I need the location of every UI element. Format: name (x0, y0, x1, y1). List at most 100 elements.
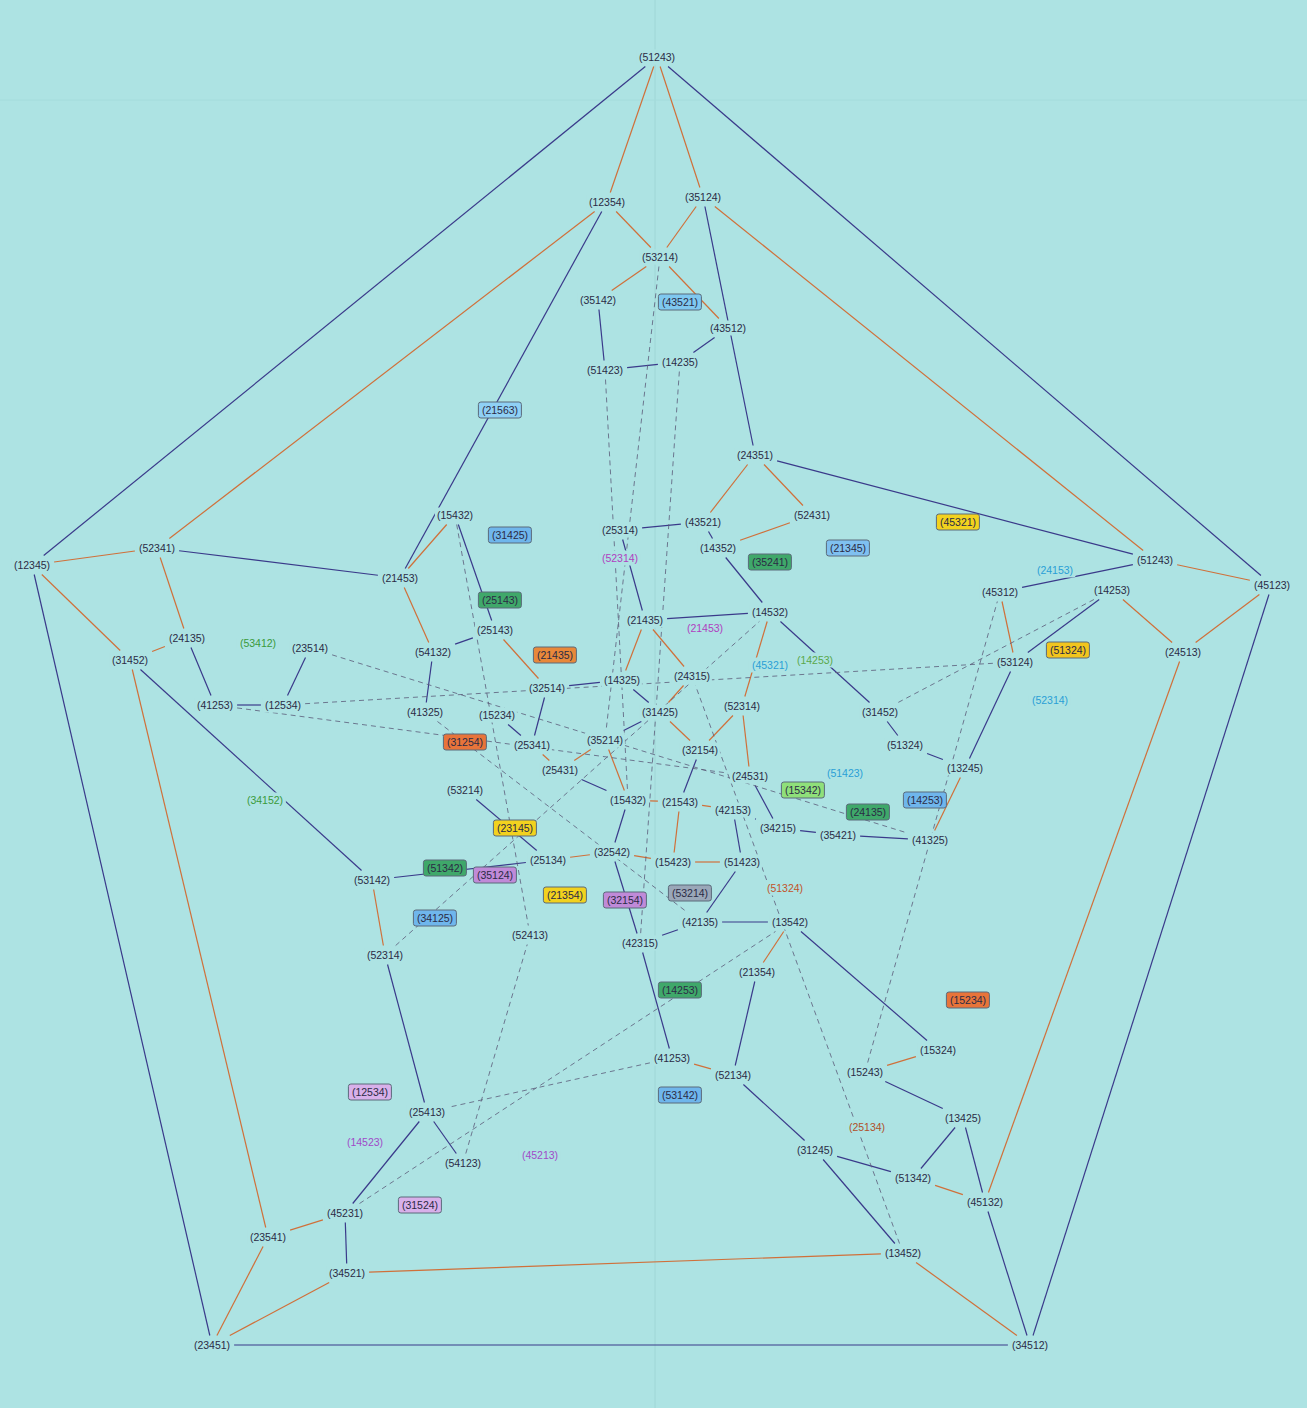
connector-line (868, 602, 998, 1063)
permutation-node: (52314) (722, 699, 762, 714)
permutation-text: (45123) (1254, 579, 1290, 591)
permutation-node: (25314) (600, 523, 640, 538)
highlight-label: (53142) (658, 1087, 702, 1104)
permutation-text: (51423) (724, 856, 760, 868)
permutation-node: (35142) (578, 293, 618, 308)
permutation-node: (43521) (683, 515, 723, 530)
permutation-text: (14325) (604, 674, 640, 686)
permutation-node: (35214) (585, 733, 625, 748)
permutation-text: (34512) (1012, 1339, 1048, 1351)
highlight-label: (34152) (244, 793, 286, 808)
permutation-node: (42135) (680, 915, 720, 930)
permutation-node: (45132) (965, 1195, 1005, 1210)
permutation-node: (14325) (602, 673, 642, 688)
connector-line (305, 663, 993, 703)
connector-line (606, 380, 628, 791)
connector-line (42, 575, 120, 651)
permutation-node: (32542) (592, 845, 632, 860)
highlight-label: (21453) (684, 621, 726, 636)
permutation-node: (34512) (1010, 1338, 1050, 1353)
permutation-text: (41253) (654, 1052, 690, 1064)
connector-line (743, 1085, 804, 1141)
permutation-text: (24351) (737, 449, 773, 461)
connector-line (217, 1247, 263, 1336)
connector-line (132, 670, 265, 1228)
permutation-text: (13425) (945, 1112, 981, 1124)
permutation-node: (32514) (527, 681, 567, 696)
permutation-text: (52134) (715, 1069, 751, 1081)
permutation-text: (51423) (587, 364, 623, 376)
permutation-node: (42153) (713, 803, 753, 818)
permutation-text: (35124) (685, 191, 721, 203)
permutation-node: (45123) (1252, 578, 1292, 593)
highlight-label: (53214) (668, 885, 712, 902)
connector-line (642, 524, 681, 528)
permutation-node: (52431) (792, 508, 832, 523)
connector-line (694, 1064, 711, 1069)
permutation-node: (15243) (845, 1065, 885, 1080)
permutation-text: (25134) (530, 854, 566, 866)
connector-line (755, 818, 757, 820)
permutation-text: (43521) (685, 516, 721, 528)
permutation-node: (51243) (637, 50, 677, 65)
highlight-label: (21345) (826, 540, 870, 557)
connector-line (574, 750, 591, 761)
highlight-label: (15234) (946, 992, 990, 1009)
permutation-text: (34215) (760, 822, 796, 834)
connector-line (764, 465, 803, 506)
connector-line (669, 267, 719, 319)
permutation-node: (32154) (680, 743, 720, 758)
permutation-node: (52413) (510, 928, 550, 943)
connector-line (643, 953, 670, 1049)
permutation-text: (53142) (354, 874, 390, 886)
connector-line (660, 67, 700, 188)
permutation-node: (23451) (192, 1338, 232, 1353)
permutation-text: (35142) (580, 294, 616, 306)
permutation-node: (14253) (1092, 583, 1132, 598)
permutation-text: (31452) (862, 706, 898, 718)
permutation-text: (51243) (639, 51, 675, 63)
connector-line (1196, 595, 1260, 643)
permutation-node: (12345) (12, 558, 52, 573)
highlight-label: (25143) (478, 592, 522, 609)
permutation-text: (53214) (642, 251, 678, 263)
connector-line (668, 686, 683, 703)
connector-line (708, 532, 712, 539)
permutation-node: (51243) (1135, 553, 1175, 568)
permutation-node: (41325) (910, 833, 950, 848)
connector-line (360, 932, 776, 1204)
permutation-text: (51342) (895, 1172, 931, 1184)
permutation-text: (12354) (589, 196, 625, 208)
connector-line (650, 800, 658, 802)
connector-line (710, 465, 747, 513)
permutation-node: (24351) (735, 448, 775, 463)
permutation-text: (13245) (947, 762, 983, 774)
permutation-text: (43512) (710, 322, 746, 334)
permutation-node: (24531) (730, 769, 770, 784)
connector-line (641, 372, 680, 934)
permutation-text: (52413) (512, 929, 548, 941)
highlight-label: (14253) (794, 653, 836, 668)
permutation-text: (21453) (382, 572, 418, 584)
highlight-label: (52314) (1029, 693, 1071, 708)
permutation-node: (15432) (608, 793, 648, 808)
connector-line (457, 525, 529, 926)
connector-line (44, 67, 646, 556)
connector-line (388, 965, 425, 1103)
permutation-node: (41253) (195, 698, 235, 713)
permutation-text: (21543) (662, 796, 698, 808)
permutation-node: (52314) (365, 948, 405, 963)
permutation-text: (32542) (594, 846, 630, 858)
connector-line (374, 890, 384, 946)
connector-line (1002, 602, 1013, 653)
permutation-text: (13452) (885, 1247, 921, 1259)
permutation-text: (53214) (447, 784, 483, 796)
highlight-label: (45321) (749, 658, 791, 673)
connector-line (702, 805, 711, 806)
highlight-label: (51324) (1046, 642, 1090, 659)
permutation-text: (14253) (1094, 584, 1130, 596)
permutation-node: (13452) (883, 1246, 923, 1261)
permutation-text: (35214) (587, 734, 623, 746)
highlight-label: (53412) (237, 636, 279, 651)
